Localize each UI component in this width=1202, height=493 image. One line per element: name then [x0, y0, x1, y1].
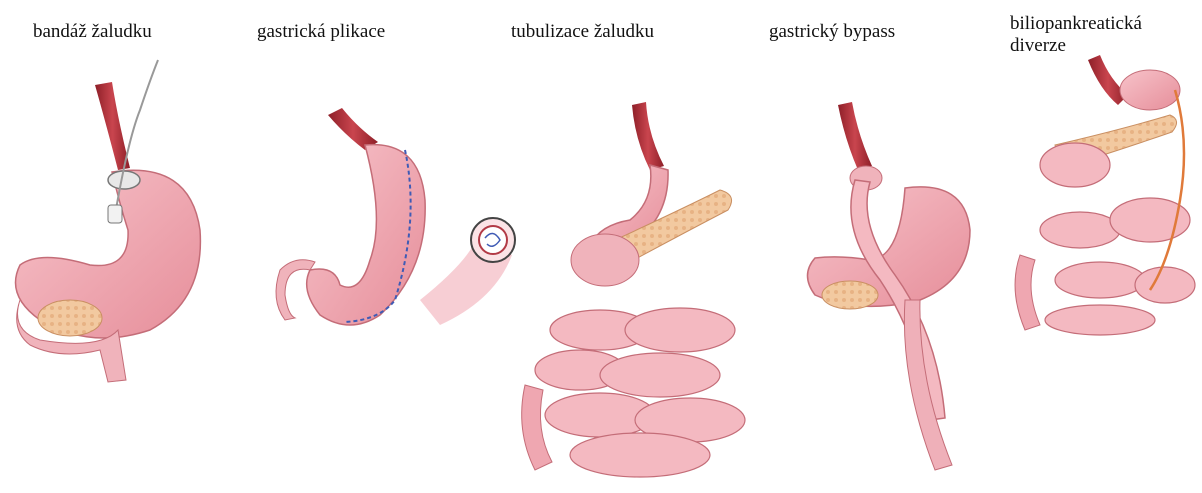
- duodenum-loop: [571, 234, 639, 286]
- colon: [522, 385, 552, 470]
- adjustable-band: [108, 171, 140, 189]
- small-intestine: [535, 308, 745, 477]
- stomach: [1120, 70, 1180, 110]
- esophagus: [632, 102, 664, 170]
- plicated-stomach: [307, 145, 426, 325]
- gastric-bypass-figure: [808, 102, 971, 470]
- biliopancreatic-diversion-figure: [1015, 55, 1195, 335]
- gastric-band-figure: [16, 60, 201, 382]
- gastric-plication-figure: [276, 108, 515, 325]
- esophagus: [328, 108, 378, 150]
- port: [108, 205, 122, 223]
- esophagus: [838, 102, 872, 170]
- colon: [1015, 255, 1040, 330]
- sleeve-gastrectomy-figure: [522, 102, 745, 477]
- biliary-limb: [904, 300, 952, 470]
- pancreas: [38, 300, 102, 336]
- esophagus: [95, 82, 130, 170]
- pancreas: [822, 281, 878, 309]
